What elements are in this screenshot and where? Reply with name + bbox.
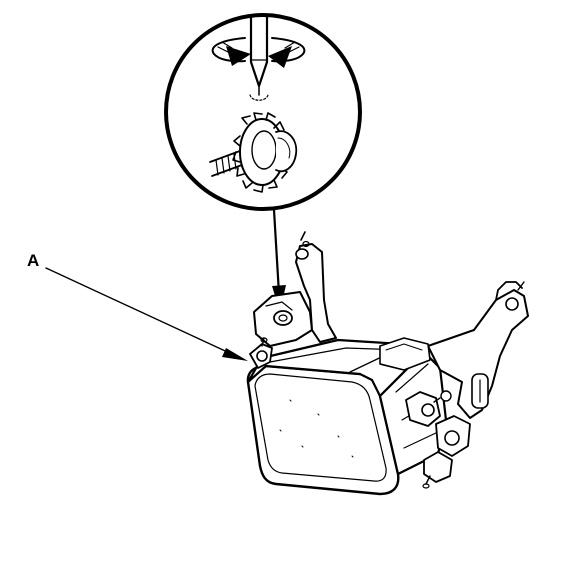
callout-a-leader [45,267,248,361]
adjusting-gear-icon [209,112,298,193]
callout-label-a: A [27,251,40,270]
rotation-hint-icon [249,94,269,101]
screwdriver-icon [249,14,269,96]
fog-light-assembly [246,231,529,496]
detail-magnifier-circle [164,13,362,211]
rotation-arrows-icon [211,37,306,68]
